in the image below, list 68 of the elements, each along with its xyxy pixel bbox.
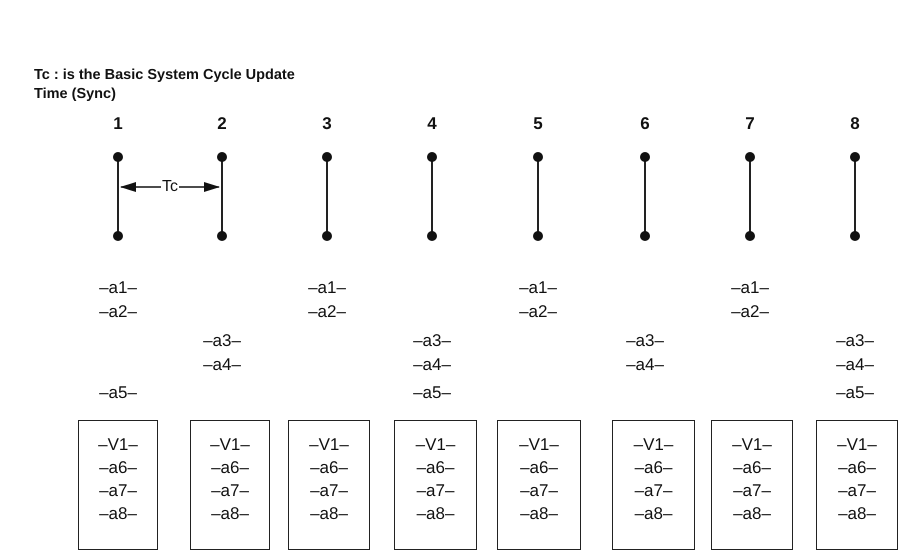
signal-label: –a1– (308, 278, 346, 298)
signal-label: –a7– (733, 480, 771, 502)
signal-label: –a7– (520, 480, 558, 502)
title: Tc : is the Basic System Cycle Update Time (Sync) (34, 66, 296, 104)
signal-label: –a6– (211, 457, 249, 479)
signal-label: –a8– (520, 503, 558, 525)
signal-box (78, 420, 158, 550)
signal-box (711, 420, 793, 550)
signal-label: –V1– (210, 434, 250, 456)
signal-box (394, 420, 477, 550)
signal-label: –V1– (519, 434, 559, 456)
signal-label: –a8– (634, 503, 672, 525)
signal-box (612, 420, 695, 550)
signal-label: –a4– (203, 355, 241, 375)
signal-label: –a7– (634, 480, 672, 502)
signal-label: –a4– (626, 355, 664, 375)
signal-label: –a8– (310, 503, 348, 525)
signal-label: –V1– (732, 434, 772, 456)
column-number: 7 (745, 114, 755, 134)
signal-box (190, 420, 270, 550)
signal-label: –a2– (519, 302, 557, 322)
signal-label: –V1– (634, 434, 674, 456)
column-number: 6 (640, 114, 650, 134)
signal-label: –a8– (416, 503, 454, 525)
signal-label: –a7– (310, 480, 348, 502)
signal-label: –a2– (308, 302, 346, 322)
signal-label: –a7– (416, 480, 454, 502)
signal-label: –a1– (731, 278, 769, 298)
signal-label: –a6– (310, 457, 348, 479)
signal-label: –a2– (99, 302, 137, 322)
signal-label: –V1– (309, 434, 349, 456)
signal-label: –a6– (634, 457, 672, 479)
signal-label: –V1– (98, 434, 138, 456)
signal-label: –a5– (413, 383, 451, 403)
signal-label: –a3– (413, 331, 451, 351)
column-number: 1 (113, 114, 123, 134)
signal-label: –a6– (838, 457, 876, 479)
signal-label: –a6– (99, 457, 137, 479)
signal-label: –a4– (836, 355, 874, 375)
signal-label: –a6– (520, 457, 558, 479)
signal-box (497, 420, 581, 550)
signal-label: –a2– (731, 302, 769, 322)
signal-label: –V1– (837, 434, 877, 456)
column-number: 8 (850, 114, 860, 134)
column-number: 5 (533, 114, 543, 134)
signal-label: –a3– (836, 331, 874, 351)
signal-label: –a7– (211, 480, 249, 502)
signal-label: –a4– (413, 355, 451, 375)
column-number: 4 (427, 114, 437, 134)
signal-label: –a1– (519, 278, 557, 298)
signal-label: –a8– (211, 503, 249, 525)
signal-label: –a8– (733, 503, 771, 525)
signal-label: –a5– (836, 383, 874, 403)
signal-label: –a6– (733, 457, 771, 479)
signal-box (816, 420, 898, 550)
signal-label: –a3– (626, 331, 664, 351)
signal-label: –V1– (416, 434, 456, 456)
signal-label: –a6– (416, 457, 454, 479)
signal-label: –a7– (838, 480, 876, 502)
signal-label: –a5– (99, 383, 137, 403)
signal-label: –a1– (99, 278, 137, 298)
signal-label: –a8– (99, 503, 137, 525)
signal-label: –a7– (99, 480, 137, 502)
signal-label: –a3– (203, 331, 241, 351)
signal-box (288, 420, 370, 550)
signal-label: –a8– (838, 503, 876, 525)
column-number: 2 (217, 114, 227, 134)
column-number: 3 (322, 114, 332, 134)
